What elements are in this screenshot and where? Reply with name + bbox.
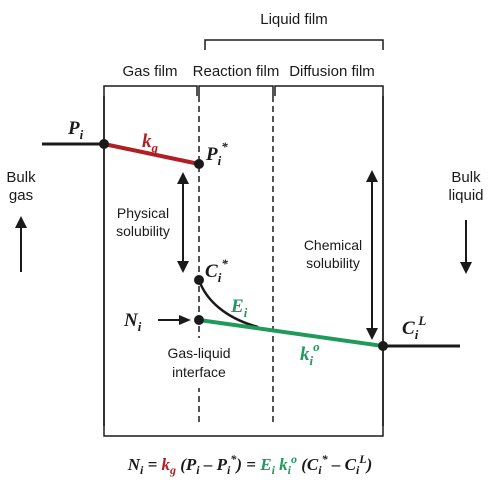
Pi-symbol: Pi <box>67 118 84 142</box>
gas-film-bracket <box>103 85 198 96</box>
Ni-point <box>194 315 204 325</box>
physical-solubility-label-1: Physical <box>117 205 169 221</box>
bulk-liquid-label-1: Bulk <box>451 169 481 186</box>
bulk-gas-label-1: Bulk <box>6 169 36 186</box>
chemical-solubility-label-1: Chemical <box>304 237 362 253</box>
Ci-star-symbol: Ci* <box>205 256 228 285</box>
kio-symbol: kio <box>300 339 320 368</box>
chemical-solubility-arrow <box>366 170 378 340</box>
chemical-solubility-label-2: solubility <box>306 255 360 271</box>
interface-label-1: Gas-liquid <box>167 345 230 361</box>
liquid-film-bracket <box>204 39 384 50</box>
Ni-symbol: Ni <box>123 310 142 334</box>
physical-solubility-arrow <box>177 172 189 273</box>
liquid-film-label: Liquid film <box>260 11 328 28</box>
bottom-brace <box>103 426 384 437</box>
gas-film-profile <box>103 142 200 166</box>
Ei-symbol: Ei <box>230 296 248 320</box>
physical-solubility-label-2: solubility <box>116 223 170 239</box>
reaction-film-bracket <box>198 85 274 96</box>
gas-film-label: Gas film <box>122 63 177 80</box>
interface-label-box <box>156 338 242 388</box>
diffusion-film-label: Diffusion film <box>289 63 375 80</box>
bulk-liquid-arrow <box>460 220 472 274</box>
arrows <box>15 170 472 340</box>
top-brackets <box>103 39 384 437</box>
Pi-star-point <box>194 159 204 169</box>
diffusion-film-bracket <box>274 85 384 96</box>
bulk-liquid-label-2: liquid <box>448 187 483 204</box>
Pi-star-symbol: Pi* <box>205 139 228 168</box>
Ni-arrow <box>158 315 191 325</box>
bulk-gas-label-2: gas <box>9 187 33 204</box>
bulk-gas-arrow <box>15 216 27 272</box>
CiL-symbol: CiL <box>402 313 426 342</box>
reaction-film-curve <box>197 279 259 329</box>
reaction-film-label: Reaction film <box>193 63 280 80</box>
Pi-point <box>99 139 109 149</box>
liquid-film-profile <box>198 318 384 348</box>
interface-label-2: interface <box>172 364 226 380</box>
CiL-point <box>378 341 388 351</box>
flux-equation: Ni = kg (Pi – Pi*) = Ei kio (Ci* – CiL) <box>127 452 373 477</box>
Ci-star-point <box>194 275 204 285</box>
kg-symbol: kg <box>142 131 159 155</box>
